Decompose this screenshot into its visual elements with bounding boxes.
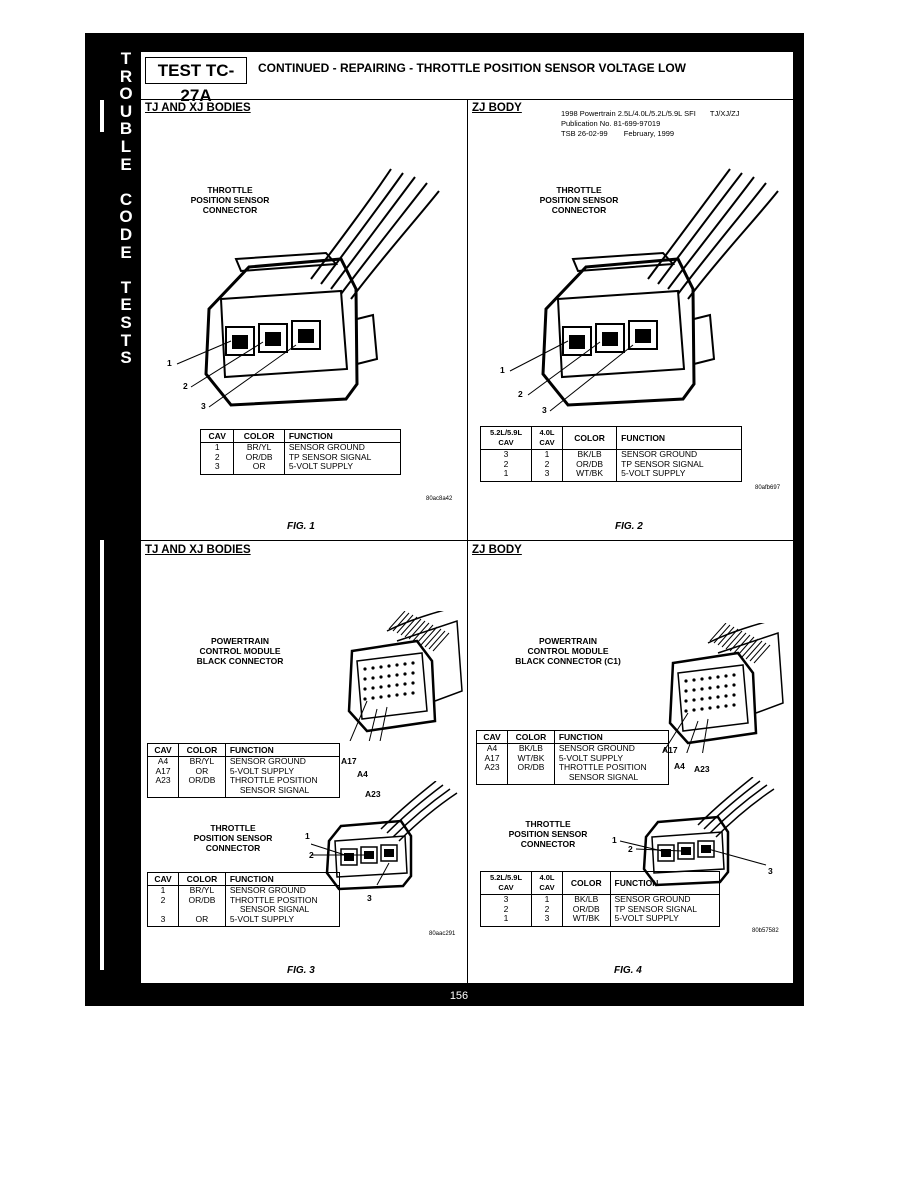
- fig3-label: FIG. 3: [287, 965, 315, 976]
- fig4-tps-caption: THROTTLE POSITION SENSOR CONNECTOR: [508, 819, 588, 849]
- fig2-callout-2: 2: [518, 389, 523, 399]
- column-divider: [467, 99, 468, 983]
- side-marker-bar-top: [100, 100, 104, 132]
- fig1-callout-1: 1: [167, 358, 172, 368]
- fig4-title: ZJ BODY: [472, 544, 522, 556]
- page-number: 156: [449, 990, 469, 1002]
- table-row: A23 OR/DB THROTTLE POSITION: [475, 762, 670, 773]
- fig1-caption: THROTTLE POSITION SENSOR CONNECTOR: [190, 185, 270, 215]
- side-title: T R O U B L E C O D E T E S T S: [119, 49, 133, 368]
- fig1-art-code: 80ac8a42: [426, 496, 453, 502]
- table-row: 3 1 BK/LB SENSOR GROUND: [480, 894, 720, 905]
- fig1-callout-2: 2: [183, 381, 188, 391]
- fig2-art-code: 80afb697: [755, 485, 781, 491]
- page-title: CONTINUED - REPAIRING - THROTTLE POSITIO…: [258, 61, 686, 75]
- fig3-pin-a4: A4: [357, 769, 368, 779]
- table-row: 1 3 WT/BK 5-VOLT SUPPLY: [480, 468, 742, 482]
- fig4-callout-3: 3: [768, 866, 773, 876]
- fig4-tps-connector-drawing: [619, 777, 775, 887]
- fig4-label: FIG. 4: [614, 965, 642, 976]
- fig1-callout-3: 3: [201, 401, 206, 411]
- fig4-callout-2: 2: [628, 844, 633, 854]
- fig4-pin-a23: A23: [694, 764, 710, 774]
- table-row: 1 3 WT/BK 5-VOLT SUPPLY: [480, 913, 720, 927]
- table-row: 3 OR 5-VOLT SUPPLY: [199, 461, 402, 475]
- fig3-callout-2: 2: [309, 850, 314, 860]
- fig3-tps-table: CAV COLOR FUNCTION 1 BR/YL SENSOR GROUND…: [146, 872, 341, 927]
- fig2-callout-3: 3: [542, 405, 547, 415]
- manual-page-frame: TEST TC-27A CONTINUED - REPAIRING - THRO…: [140, 51, 794, 984]
- fig4-pin-a17: A17: [662, 745, 678, 755]
- table-row: A17 WT/BK 5-VOLT SUPPLY: [475, 753, 670, 763]
- fig3-pcm-caption: POWERTRAIN CONTROL MODULE BLACK CONNECTO…: [196, 636, 284, 666]
- fig4-pin-a4: A4: [674, 761, 685, 771]
- fig2-panel: ZJ BODY 1998 Powertrain 2.5L/4.0L/5.2L/5…: [468, 99, 793, 540]
- fig1-panel: TJ AND XJ BODIES THROTTLE POSITION SENSO…: [141, 99, 467, 540]
- fig4-pcm-caption: POWERTRAIN CONTROL MODULE BLACK CONNECTO…: [515, 636, 621, 666]
- fig3-pin-a17: A17: [341, 756, 357, 766]
- table-row: 2 2 OR/DB TP SENSOR SIGNAL: [480, 459, 742, 469]
- fig3-tps-caption: THROTTLE POSITION SENSOR CONNECTOR: [193, 823, 273, 853]
- page-header: TEST TC-27A CONTINUED - REPAIRING - THRO…: [141, 52, 793, 105]
- fig2-caption: THROTTLE POSITION SENSOR CONNECTOR: [539, 185, 619, 215]
- tsb-reference: 1998 Powertrain 2.5L/4.0L/5.2L/5.9L SFI …: [561, 109, 740, 138]
- row-divider: [141, 540, 793, 541]
- fig4-tps-table: 5.2L/5.9L CAV 4.0L CAV COLOR FUNCTION 3 …: [480, 871, 720, 927]
- fig2-title: ZJ BODY: [472, 102, 522, 114]
- table-row: 2 OR/DB TP SENSOR SIGNAL: [199, 452, 402, 462]
- table-row: 3 OR 5-VOLT SUPPLY: [146, 914, 341, 927]
- fig3-pcm-table: CAV COLOR FUNCTION A4 BR/YL SENSOR GROUN…: [146, 743, 341, 798]
- fig3-tps-connector-drawing: [311, 781, 458, 891]
- table-row: 3 1 BK/LB SENSOR GROUND: [480, 449, 742, 460]
- table-row: A23 OR/DB THROTTLE POSITION: [146, 775, 341, 786]
- fig3-callout-1: 1: [305, 831, 310, 841]
- fig3-pin-a23: A23: [365, 789, 381, 799]
- fig3-pcm-connector-drawing: [347, 611, 463, 741]
- fig1-tps-connector-drawing: [176, 168, 440, 408]
- table-row: A4 BK/LB SENSOR GROUND: [475, 743, 670, 754]
- fig3-callout-3: 3: [367, 893, 372, 903]
- fig2-callout-1: 1: [500, 365, 505, 375]
- side-marker-bar-bottom: [100, 540, 104, 970]
- fig2-tps-connector-drawing: [509, 168, 779, 412]
- table-row: SENSOR SIGNAL: [475, 772, 670, 785]
- table-row: 1 BR/YL SENSOR GROUND: [146, 885, 341, 896]
- fig2-wiring-table: 5.2L/5.9L CAV 4.0L CAV COLOR FUNCTION 3 …: [480, 426, 742, 482]
- fig4-callout-1: 1: [612, 835, 617, 845]
- fig3-title: TJ AND XJ BODIES: [145, 544, 251, 556]
- table-row: A17 OR 5-VOLT SUPPLY: [146, 766, 341, 776]
- fig4-pcm-table: CAV COLOR FUNCTION A4 BK/LB SENSOR GROUN…: [475, 730, 670, 785]
- table-row: SENSOR SIGNAL: [146, 904, 341, 915]
- fig4-panel: ZJ BODY POWERTRAIN CONTROL MODULE BLACK …: [468, 541, 793, 983]
- fig1-wiring-table: CAV COLOR FUNCTION 1 BR/YL SENSOR GROUND…: [199, 429, 402, 475]
- fig4-pcm-connector-drawing: [663, 623, 784, 753]
- fig3-art-code: 80aac291: [429, 931, 456, 937]
- fig2-label: FIG. 2: [615, 521, 643, 532]
- table-row: SENSOR SIGNAL: [146, 785, 341, 798]
- fig1-label: FIG. 1: [287, 521, 315, 532]
- table-row: 1 BR/YL SENSOR GROUND: [199, 442, 402, 453]
- fig4-art-code: 80b57582: [752, 928, 779, 934]
- table-row: 2 2 OR/DB TP SENSOR SIGNAL: [480, 904, 720, 914]
- table-row: 2 OR/DB THROTTLE POSITION: [146, 895, 341, 905]
- fig3-panel: TJ AND XJ BODIES POWERTRAIN CONTROL MODU…: [141, 541, 467, 983]
- test-id-box: TEST TC-27A: [145, 57, 247, 105]
- table-row: A4 BR/YL SENSOR GROUND: [146, 756, 341, 767]
- fig1-title: TJ AND XJ BODIES: [145, 102, 251, 114]
